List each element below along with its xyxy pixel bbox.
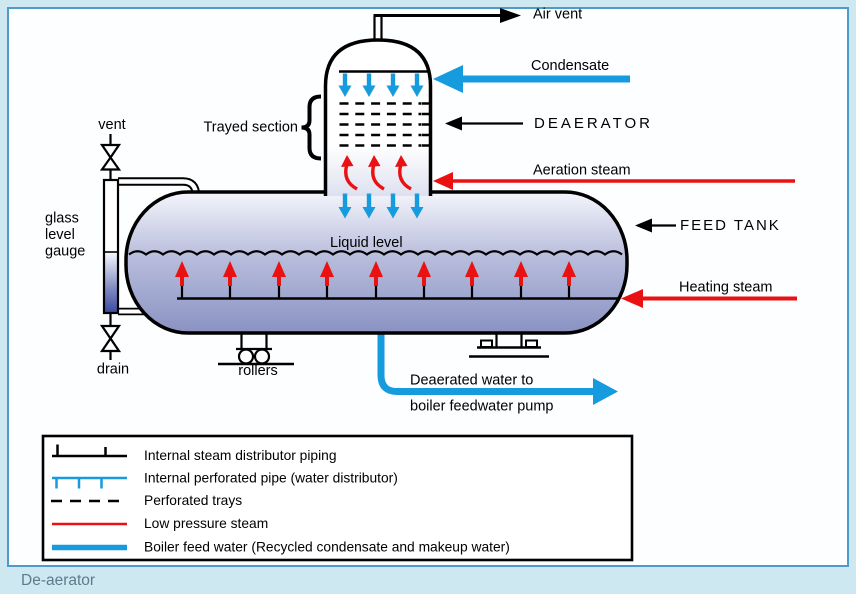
rollers-label: rollers xyxy=(238,363,277,379)
condensate-inlet xyxy=(433,65,630,93)
legend-item-label: Low pressure steam xyxy=(144,516,268,531)
aeration-steam-label: Aeration steam xyxy=(533,163,631,179)
heating-steam-inlet xyxy=(621,289,797,308)
steam-distributor-symbol xyxy=(52,444,127,458)
heating-arrowhead-icon xyxy=(621,289,643,308)
drain-valve-icon xyxy=(99,324,122,341)
steam-distributor-piping xyxy=(177,284,620,300)
heating-steam-arrows xyxy=(175,261,576,286)
deaerator-arrowhead-icon xyxy=(445,116,462,131)
legend-item-label: Internal steam distributor piping xyxy=(144,448,337,463)
glass-level-gauge-tube xyxy=(102,178,120,315)
aeration-steam-rising-arrows xyxy=(341,155,412,191)
roller-wheel-icon xyxy=(253,348,271,365)
air-vent-arrowhead-icon xyxy=(500,8,521,23)
aeration-steam-inlet xyxy=(433,172,795,190)
trayed-section-label: Trayed section xyxy=(203,120,298,136)
aeration-arrowhead-icon xyxy=(433,172,453,190)
roller-wheel-icon xyxy=(237,348,255,365)
water-spray-arrows-top xyxy=(338,73,424,97)
air-vent-pipe xyxy=(373,14,500,40)
liquid-level-label: Liquid level xyxy=(330,235,403,251)
legend-item-label: Perforated trays xyxy=(144,493,242,508)
feed-tank-pointer xyxy=(635,218,676,233)
outlet-label-line1: Deaerated water to xyxy=(410,373,533,389)
vent-gauge-assembly: vent drain glass level gauge xyxy=(45,117,129,378)
deaerated-water-outlet-pipe xyxy=(377,327,618,405)
drain-label: drain xyxy=(97,362,129,378)
glass-gauge-label-line3: gauge xyxy=(45,244,85,260)
deaerator-tower-vessel xyxy=(323,38,433,196)
heating-steam-label: Heating steam xyxy=(679,280,773,296)
condensate-label: Condensate xyxy=(531,58,609,74)
condensate-arrowhead-icon xyxy=(433,65,463,93)
vent-valve-icon xyxy=(99,143,122,160)
legend-item-label: Internal perforated pipe (water distribu… xyxy=(144,471,398,486)
outlet-label-line2: boiler feedwater pump xyxy=(410,399,553,415)
glass-gauge-label-line2: level xyxy=(45,227,75,243)
water-fall-arrows-lower xyxy=(338,193,424,219)
feed-tank-arrowhead-icon xyxy=(635,218,652,233)
legend-item-label: Boiler feed water (Recycled condensate a… xyxy=(144,540,510,555)
air-vent-label: Air vent xyxy=(533,7,582,23)
vent-label: vent xyxy=(98,117,125,133)
feed-tank-label: FEED TANK xyxy=(680,217,781,234)
perforated-trays xyxy=(339,102,430,147)
figure-caption: De-aerator xyxy=(21,572,96,589)
fixed-support xyxy=(469,334,549,358)
outlet-arrowhead-icon xyxy=(593,378,618,405)
legend-box: Internal steam distributor piping Intern… xyxy=(41,434,634,562)
trayed-section-brace-icon xyxy=(301,94,322,161)
deaerator-label: DEAERATOR xyxy=(534,115,653,132)
perforated-pipe-symbol xyxy=(52,476,127,489)
roller-support xyxy=(218,334,294,366)
glass-gauge-label-line1: glass xyxy=(45,211,79,227)
liquid-level-line xyxy=(128,250,623,256)
deaerator-pointer xyxy=(445,116,523,131)
